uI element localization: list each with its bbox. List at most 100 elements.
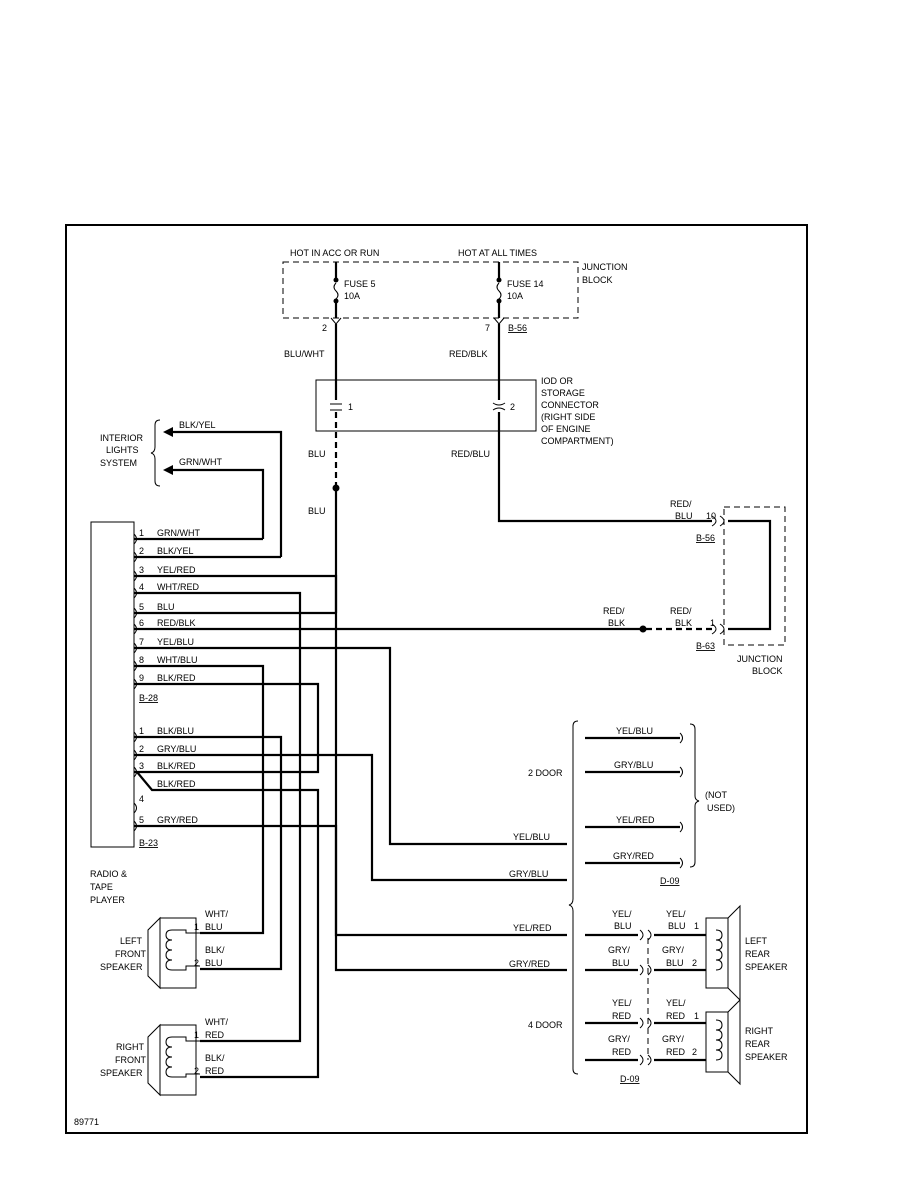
svg-text:JUNCTION: JUNCTION (582, 262, 628, 272)
svg-text:D-09: D-09 (660, 876, 680, 886)
svg-text:2: 2 (692, 958, 697, 968)
svg-text:INTERIOR: INTERIOR (100, 433, 144, 443)
pin-wire-label: BLK/RED (157, 673, 196, 683)
svg-text:1: 1 (194, 922, 199, 932)
svg-text:BLOCK: BLOCK (752, 666, 783, 676)
right-rear-speaker: RIGHT REAR SPEAKER (705, 998, 788, 1086)
svg-text:RED: RED (612, 1011, 632, 1021)
svg-text:WHT/: WHT/ (205, 1017, 228, 1027)
pin-wire-label: GRY/RED (157, 815, 198, 825)
svg-text:2: 2 (194, 958, 199, 968)
pin-wire-label: YEL/RED (157, 565, 196, 575)
pin-number: 4 (139, 582, 144, 592)
svg-text:YEL/: YEL/ (666, 909, 686, 919)
svg-text:1: 1 (694, 1011, 699, 1021)
svg-text:(NOT: (NOT (705, 790, 727, 800)
svg-text:GRY/: GRY/ (662, 1034, 684, 1044)
svg-text:BLU: BLU (614, 921, 632, 931)
svg-text:BLU: BLU (205, 922, 223, 932)
svg-text:B-63: B-63 (696, 641, 715, 651)
iod-connector: 1 2 IOD OR STORAGE CONNECTOR (RIGHT SIDE… (315, 376, 614, 446)
figure-id: 89771 (74, 1117, 99, 1127)
svg-text:(RIGHT SIDE: (RIGHT SIDE (541, 412, 595, 422)
svg-text:2 DOOR: 2 DOOR (528, 768, 563, 778)
right-junction-block: RED/ BLU 10 B-56 RED/ BLK RED/ BLK 1 B-6… (603, 499, 786, 676)
svg-text:RIGHT: RIGHT (116, 1042, 145, 1052)
svg-text:SPEAKER: SPEAKER (745, 962, 788, 972)
svg-text:1: 1 (694, 921, 699, 931)
svg-text:HOT AT ALL TIMES: HOT AT ALL TIMES (458, 248, 537, 258)
pin-number: 3 (139, 761, 144, 771)
pin-wire-label: BLU (157, 602, 175, 612)
svg-text:LEFT: LEFT (745, 936, 768, 946)
svg-text:FUSE 5: FUSE 5 (344, 279, 376, 289)
pin-number: 2 (139, 546, 144, 556)
svg-text:REAR: REAR (745, 949, 771, 959)
pin-mark (133, 802, 137, 814)
svg-text:1: 1 (348, 402, 353, 412)
pin-wire-label: WHT/BLU (157, 655, 198, 665)
svg-text:10A: 10A (507, 291, 523, 301)
svg-text:2: 2 (194, 1066, 199, 1076)
top-junction-block: HOT IN ACC OR RUN HOT AT ALL TIMES JUNCT… (282, 248, 628, 333)
svg-text:RED/: RED/ (670, 606, 692, 616)
pin-number: 5 (139, 815, 144, 825)
svg-text:SPEAKER: SPEAKER (100, 1068, 143, 1078)
pin-wire-label: GRY/BLU (157, 744, 196, 754)
pin-wire-label: RED/BLK (157, 618, 196, 628)
svg-text:B-23: B-23 (139, 838, 158, 848)
svg-text:COMPARTMENT): COMPARTMENT) (541, 436, 614, 446)
svg-text:GRY/RED: GRY/RED (509, 959, 550, 969)
svg-text:WHT/: WHT/ (205, 909, 228, 919)
pin-number: 6 (139, 618, 144, 628)
svg-text:YEL/RED: YEL/RED (513, 923, 552, 933)
svg-text:YEL/BLU: YEL/BLU (513, 832, 550, 842)
interior-lights-system: INTERIOR LIGHTS SYSTEM BLK/YEL GRN/WHT (100, 419, 283, 557)
svg-text:YEL/: YEL/ (612, 998, 632, 1008)
svg-text:RED: RED (205, 1030, 225, 1040)
svg-text:4 DOOR: 4 DOOR (528, 1020, 563, 1030)
svg-text:SPEAKER: SPEAKER (745, 1052, 788, 1062)
svg-text:1: 1 (194, 1030, 199, 1040)
svg-text:RED/: RED/ (670, 499, 692, 509)
svg-text:BLU: BLU (666, 958, 684, 968)
svg-text:B-28: B-28 (139, 693, 158, 703)
svg-text:2: 2 (692, 1047, 697, 1057)
svg-text:RED/: RED/ (603, 606, 625, 616)
four-door-wire-labels: YEL/ BLU GRY/ BLU YEL/ RED GRY/ RED YEL/… (608, 909, 699, 1057)
pin-wire-label: BLK/BLU (157, 726, 194, 736)
svg-text:D-09: D-09 (620, 1074, 640, 1084)
svg-text:BLU: BLU (612, 958, 630, 968)
svg-text:YEL/: YEL/ (612, 909, 632, 919)
svg-text:REAR: REAR (745, 1039, 771, 1049)
pin-number: 1 (139, 528, 144, 538)
svg-text:RED: RED (666, 1047, 686, 1057)
svg-text:BLU: BLU (308, 506, 326, 516)
svg-text:10A: 10A (344, 291, 360, 301)
svg-text:YEL/RED: YEL/RED (616, 815, 655, 825)
svg-text:BLU: BLU (308, 449, 326, 459)
svg-text:FRONT: FRONT (115, 949, 146, 959)
svg-text:RED/BLU: RED/BLU (451, 449, 490, 459)
right-front-speaker: RIGHT FRONT SPEAKER WHT/ RED BLK/ RED 1 … (100, 1017, 228, 1097)
svg-text:SPEAKER: SPEAKER (100, 962, 143, 972)
radio-tape-player: RADIO & TAPE PLAYER B-28 B-23 (90, 521, 158, 905)
svg-text:BLU: BLU (675, 511, 693, 521)
svg-text:FUSE 14: FUSE 14 (507, 279, 544, 289)
pin-wire-label: BLK/RED (157, 761, 196, 771)
svg-text:BLK: BLK (675, 618, 692, 628)
svg-text:HOT IN ACC OR RUN: HOT IN ACC OR RUN (290, 248, 379, 258)
pin-number: 7 (139, 637, 144, 647)
svg-text:RED: RED (612, 1047, 632, 1057)
svg-text:TAPE: TAPE (90, 882, 113, 892)
svg-text:GRY/: GRY/ (608, 1034, 630, 1044)
svg-text:BLU: BLU (205, 958, 223, 968)
diagram-frame (65, 224, 808, 1134)
svg-text:2: 2 (510, 402, 515, 412)
svg-text:CONNECTOR: CONNECTOR (541, 400, 599, 410)
svg-text:STORAGE: STORAGE (541, 388, 585, 398)
svg-text:OF ENGINE: OF ENGINE (541, 424, 591, 434)
pin-wire-label: YEL/BLU (157, 637, 194, 647)
